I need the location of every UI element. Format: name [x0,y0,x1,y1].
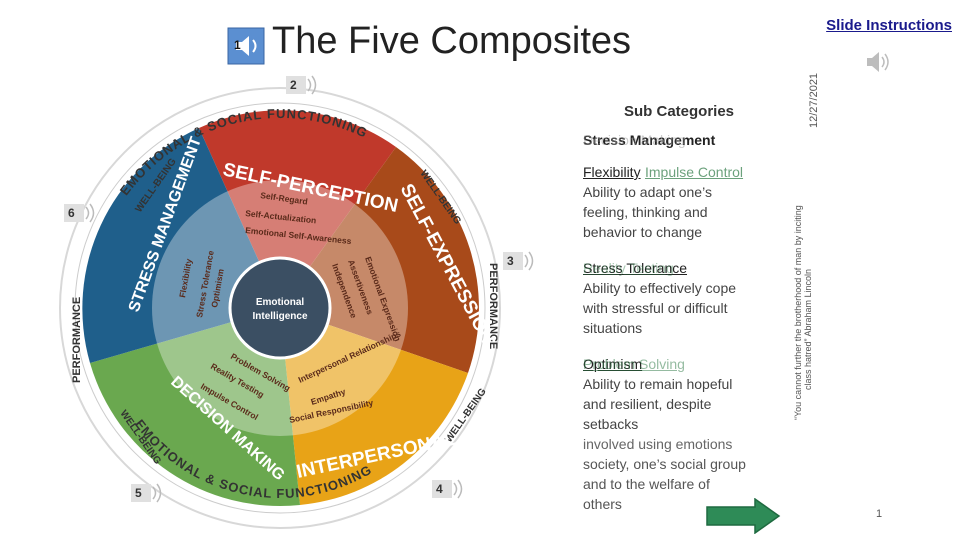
next-slide-button[interactable] [705,497,781,535]
ghost-subcategory-name: Impulse Control [645,164,744,180]
audio-marker-number: 4 [436,482,443,496]
audio-marker-number: 6 [68,206,75,220]
page-number: 1 [876,508,883,520]
emotional-intelligence-wheel: EMOTIONAL & SOCIAL FUNCTIONING EMOTIONAL… [59,87,501,529]
subcategory-desc: Ability to effectively cope [583,280,737,296]
subcategory-name: Stress Tolerance [583,260,688,276]
trailing-text: and to the welfare of [583,476,710,492]
quote: “You cannot further the brotherhood of m… [793,205,813,420]
list-item: Stress Tolerance Reality Testing Ability… [583,258,783,338]
list-item: Flexibility Impulse Control Ability to a… [583,162,783,242]
audio-marker-4[interactable]: 4 [432,474,472,504]
subcategory-desc: behavior to change [583,224,703,240]
speaker-icon[interactable] [864,48,892,76]
center-label: Emotional [256,297,305,308]
audio-marker-5[interactable]: 5 [131,478,171,508]
audio-marker-number: 3 [507,254,514,268]
subcategory-desc: and resilient, despite [583,396,712,412]
composite-name: Stress Management [583,132,716,148]
audio-marker-number: 1 [234,38,241,52]
page-title: The Five Composites [272,20,632,62]
subcategory-desc: with stressful or difficult [583,300,728,316]
subcategory-desc: Ability to adapt one’s [583,184,712,200]
ghost-composite-name: Decision Making [583,132,686,148]
trailing-text: others [583,496,622,512]
center-label: Intelligence [252,311,307,322]
ghost-subcategory-name: Reality Testing [583,260,674,276]
date-label: 12/27/2021 [808,72,820,128]
subcategories-list: Stress Management Decision Making Flexib… [583,130,783,514]
trailing-text: society, one’s social group [583,456,746,472]
trailing-text: involved using emotions [583,436,733,452]
subcategory-desc: situations [583,320,643,336]
subcategories-heading: Sub Categories [624,103,735,120]
slide-instructions-link[interactable]: Slide Instructions [826,17,952,34]
audio-marker-number: 2 [290,78,297,92]
ring-label-left: PERFORMANCE [71,297,83,383]
audio-marker-6[interactable]: 6 [64,198,104,228]
list-item: Optimism Problem Solving Ability to rema… [583,354,783,434]
speaker-icon[interactable]: 1 [226,26,266,66]
audio-marker-3[interactable]: 3 [503,246,543,276]
subcategory-name: Flexibility [583,164,641,180]
quote-line: class hatred” Abraham Lincoln [803,268,813,390]
subcategory-desc: feeling, thinking and [583,204,708,220]
ring-label-right: PERFORMANCE [487,263,499,349]
subcategory-desc: Ability to remain hopeful [583,376,733,392]
subcategory-desc: setbacks [583,416,639,432]
subcategory-name: Optimism [583,356,643,372]
quote-line: “You cannot further the brotherhood of m… [793,205,803,420]
audio-marker-2[interactable]: 2 [286,70,326,100]
ghost-subcategory-name: Problem Solving [583,356,685,372]
audio-marker-number: 5 [135,486,142,500]
